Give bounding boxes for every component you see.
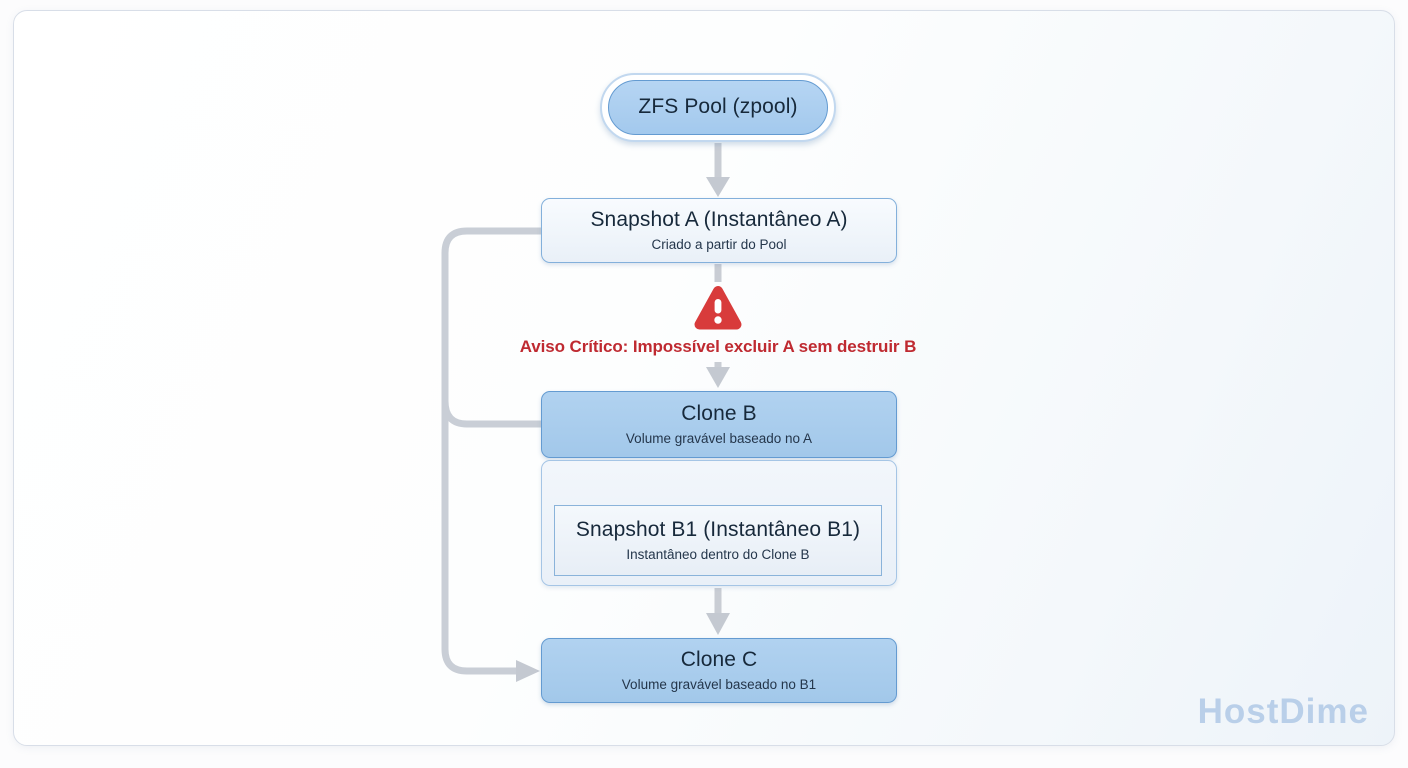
clone-b-title: Clone B xyxy=(681,402,757,426)
warning-label: Aviso Crítico: Impossível excluir A sem … xyxy=(519,337,917,356)
node-zfs-pool: ZFS Pool (zpool) xyxy=(600,73,836,142)
arrowhead-pool-to-snapshot-a xyxy=(706,177,730,197)
diagram-card: ZFS Pool (zpool) Snapshot A (Instantâneo… xyxy=(13,10,1395,746)
snapshot-b1-title: Snapshot B1 (Instantâneo B1) xyxy=(575,518,861,542)
connector-layer xyxy=(441,143,742,682)
clone-c-title: Clone C xyxy=(680,648,758,672)
node-snapshot-b1: Snapshot B1 (Instantâneo B1) Instantâneo… xyxy=(554,505,882,576)
snapshot-a-subtitle: Criado a partir do Pool xyxy=(651,236,787,252)
snapshot-b1-subtitle: Instantâneo dentro do Clone B xyxy=(626,546,810,562)
arrowhead-warning-to-clone-b xyxy=(706,367,730,388)
warning-triangle-icon xyxy=(694,286,742,330)
snapshot-a-title: Snapshot A (Instantâneo A) xyxy=(590,208,848,232)
clone-c-subtitle: Volume gravável baseado no B1 xyxy=(621,676,817,692)
node-clone-b: Clone B Volume gravável baseado no A xyxy=(541,391,897,458)
arrowhead-snapshot-b1-to-clone-c xyxy=(706,613,730,635)
arrowhead-into-clone-c xyxy=(516,660,540,682)
node-snapshot-a: Snapshot A (Instantâneo A) Criado a part… xyxy=(541,198,897,263)
node-clone-c: Clone C Volume gravável baseado no B1 xyxy=(541,638,897,703)
clone-b-subtitle: Volume gravável baseado no A xyxy=(625,430,813,446)
edge-snapshot-a-branch xyxy=(441,227,541,675)
hostdime-watermark-logo: HostDime xyxy=(1197,692,1369,731)
edge-branch-to-clone-b xyxy=(441,400,541,428)
node-zfs-pool-pill: ZFS Pool (zpool) xyxy=(608,80,828,135)
zfs-pool-title: ZFS Pool (zpool) xyxy=(638,95,798,119)
